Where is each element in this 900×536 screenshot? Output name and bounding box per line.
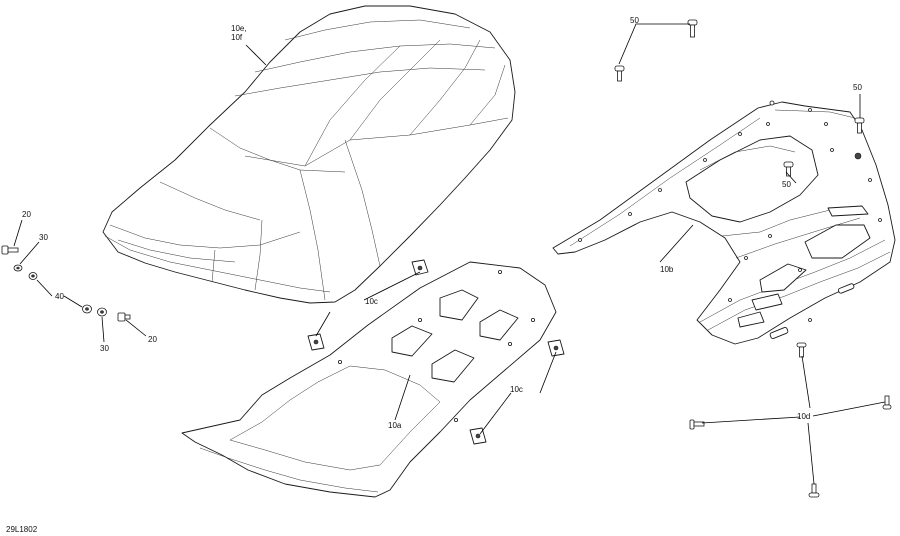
callout-seat: 10e,10f — [231, 24, 247, 42]
screw-right — [117, 312, 131, 322]
leader-lines — [13, 23, 886, 485]
callout-base-plate: 10a — [388, 421, 402, 430]
callout-pins: 10d — [797, 412, 810, 421]
screw-left — [1, 245, 19, 255]
clip-nut-left — [307, 333, 325, 351]
callout-bolt-inner: 50 — [782, 180, 791, 189]
push-pin-top — [796, 342, 807, 358]
push-pin-right — [882, 395, 892, 410]
clip-nut-upper — [411, 259, 429, 276]
callout-clip-lower: 10c — [510, 385, 523, 394]
bolt-top-1 — [687, 19, 698, 38]
callout-bolt-top: 50 — [630, 16, 639, 25]
washer-small — [13, 264, 23, 272]
callout-screw-right: 20 — [148, 335, 157, 344]
bolt-inner — [783, 161, 794, 177]
seat-assembly — [102, 5, 516, 304]
push-pin-left — [689, 419, 705, 430]
bolt-top-2 — [614, 65, 625, 82]
rear-rack-frame — [552, 100, 896, 345]
callout-screw-left: 20 — [22, 210, 31, 219]
clip-nut-right — [547, 339, 565, 357]
push-pin-bottom — [808, 483, 820, 498]
callout-rack: 10b — [660, 265, 674, 274]
bolt-right — [854, 117, 865, 134]
clip-nut-lower — [469, 427, 487, 445]
callout-washer-a: 30 — [39, 233, 48, 242]
seat-base-plate — [181, 261, 557, 498]
diagram-code: 29L1802 — [6, 525, 38, 534]
callout-spacer: 40 — [55, 292, 64, 301]
callout-bolt-right: 50 — [853, 83, 862, 92]
washer-large-2 — [97, 307, 107, 317]
spacer-washer — [28, 272, 38, 280]
callout-washer-b: 30 — [100, 344, 109, 353]
callout-clip-upper: 10c — [365, 297, 378, 306]
washer-large-1 — [82, 304, 92, 314]
